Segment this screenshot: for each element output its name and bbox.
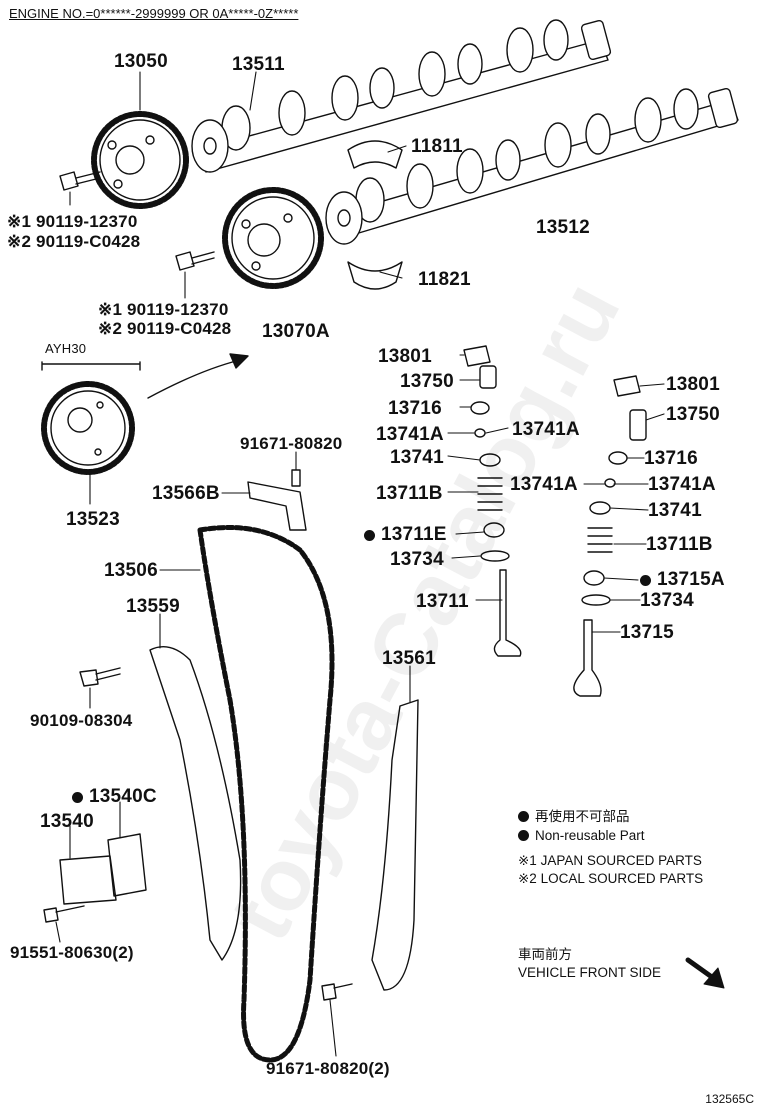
label-right-13741A-b[interactable]: 13741A (648, 474, 716, 495)
label-right-13741[interactable]: 13741 (648, 500, 702, 521)
label-right-13711B[interactable]: 13711B (646, 534, 713, 555)
bolt-91671-top (291, 469, 301, 487)
label-right-13715[interactable]: 13715 (620, 622, 674, 643)
label-bolt1-local[interactable]: ※2 90119-C0428 (7, 232, 141, 251)
label-left-13716[interactable]: 13716 (388, 398, 442, 419)
label-bolt2-jp[interactable]: ※1 90119-12370 (98, 300, 229, 319)
arrow-head (229, 353, 249, 369)
label-right-13750[interactable]: 13750 (666, 404, 720, 425)
vvt-gear-13050 (91, 111, 189, 209)
label-left-13801[interactable]: 13801 (378, 346, 432, 367)
non-reusable-dot (72, 792, 83, 803)
legend-front-en: VEHICLE FRONT SIDE (518, 965, 662, 980)
gasket-13540C (107, 833, 147, 897)
arrow-to-13070A (147, 359, 241, 399)
legend-non-reusable-jp: 再使用不可部品 (518, 810, 630, 824)
non-reusable-dot (364, 530, 375, 541)
label-left-13741A-b[interactable]: 13741A (512, 419, 580, 440)
legend-front-jp: 車両前方 (518, 947, 572, 962)
leader-lines (55, 71, 665, 1057)
label-left-13711B[interactable]: 13711B (376, 483, 443, 504)
label-13540C-text: 13540C (89, 786, 157, 807)
label-13050[interactable]: 13050 (114, 51, 168, 72)
bearing-11821 (347, 261, 403, 290)
label-right-13716[interactable]: 13716 (644, 448, 698, 469)
label-91671-80820[interactable]: 91671-80820 (240, 434, 343, 453)
label-11821[interactable]: 11821 (418, 269, 471, 290)
label-ayh30: AYH30 (45, 341, 87, 356)
label-right-13734[interactable]: 13734 (640, 590, 694, 611)
chain-guide-13561 (371, 699, 419, 991)
bolt-90119-lower (175, 251, 215, 271)
label-left-13734[interactable]: 13734 (390, 549, 444, 570)
vvt-gear-13070A (222, 187, 324, 289)
label-13540[interactable]: 13540 (40, 811, 94, 832)
camshaft-13511 (191, 19, 612, 173)
legend-non-reusable-jp-text: 再使用不可部品 (535, 809, 630, 824)
label-13512[interactable]: 13512 (536, 217, 590, 238)
bolt-90119-upper (59, 171, 101, 191)
label-left-13741A-a[interactable]: 13741A (376, 424, 444, 445)
label-13566B[interactable]: 13566B (152, 483, 220, 504)
label-11811[interactable]: 11811 (411, 136, 463, 157)
cam-lobes-intake (221, 19, 569, 151)
chain-guide-13566B (247, 481, 307, 531)
ayh30-bracket (41, 361, 141, 371)
legend-note1: ※1 JAPAN SOURCED PARTS (518, 853, 702, 868)
label-left-13711E-text: 13711E (381, 524, 447, 545)
figure-id: 132565C (705, 1092, 754, 1106)
non-reusable-dot (640, 575, 651, 586)
valve-stack-right (573, 375, 647, 697)
label-left-13741[interactable]: 13741 (390, 447, 444, 468)
sprocket-13523 (41, 381, 135, 475)
label-13561[interactable]: 13561 (382, 648, 436, 669)
legend-non-reusable-en-text: Non-reusable Part (535, 828, 645, 843)
legend-dot-jp (518, 811, 529, 822)
label-13070A[interactable]: 13070A (262, 321, 330, 342)
bolt-91551 (43, 905, 85, 923)
tensioner-arm-13559 (149, 646, 242, 961)
label-91671-80820-2[interactable]: 91671-80820(2) (266, 1059, 390, 1078)
cam-lobes-exhaust (355, 88, 699, 223)
bolt-90109 (79, 667, 121, 687)
valve-stack-left (463, 345, 522, 657)
legend-dot-en (518, 830, 529, 841)
label-right-13801[interactable]: 13801 (666, 374, 720, 395)
label-bolt2-local[interactable]: ※2 90119-C0428 (98, 319, 232, 338)
label-13523[interactable]: 13523 (66, 509, 120, 530)
bearing-11811 (347, 140, 403, 169)
label-left-13711[interactable]: 13711 (416, 591, 469, 612)
label-13511[interactable]: 13511 (232, 54, 285, 75)
label-right-13741A-a[interactable]: 13741A (510, 474, 578, 495)
label-13506[interactable]: 13506 (104, 560, 158, 581)
engine-number-header: ENGINE NO.=0******-2999999 OR 0A*****-0Z… (9, 6, 299, 21)
label-right-13715A[interactable]: 13715A (640, 570, 725, 589)
label-13559[interactable]: 13559 (126, 596, 180, 617)
camshaft-13512 (325, 87, 739, 245)
label-right-13715A-text: 13715A (657, 569, 725, 590)
legend-non-reusable-en: Non-reusable Part (518, 829, 645, 843)
label-left-13750[interactable]: 13750 (400, 371, 454, 392)
tensioner-13540 (59, 855, 117, 905)
label-bolt1-jp[interactable]: ※1 90119-12370 (7, 212, 138, 231)
bolt-91671-bottom (321, 983, 353, 1001)
label-91551-80630[interactable]: 91551-80630(2) (10, 943, 134, 962)
legend-note2: ※2 LOCAL SOURCED PARTS (518, 871, 704, 886)
label-left-13711E[interactable]: 13711E (364, 525, 447, 544)
label-90109-08304[interactable]: 90109-08304 (30, 711, 133, 730)
label-13540C[interactable]: 13540C (72, 787, 157, 806)
